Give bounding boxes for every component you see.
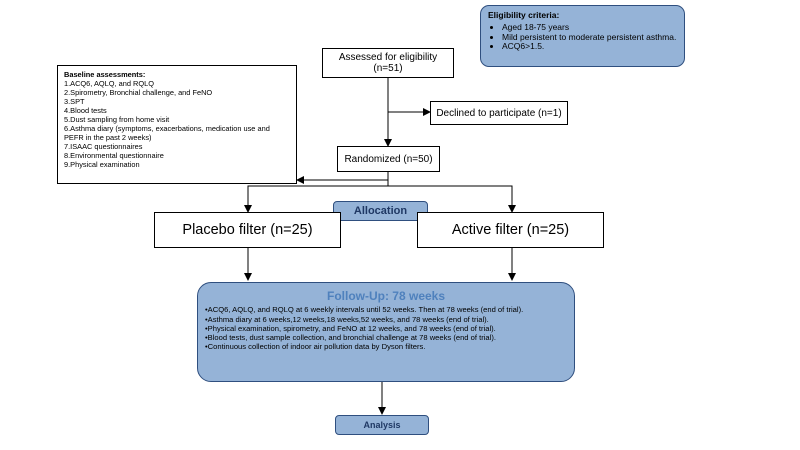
- allocation-box: Allocation: [333, 201, 428, 221]
- baseline-item: 7.ISAAC questionnaires: [64, 142, 143, 152]
- eligibility-criteria-box: Eligibility criteria: Aged 18-75 years M…: [480, 5, 685, 67]
- active-filter-box: Active filter (n=25): [417, 212, 604, 248]
- followup-item: •Physical examination, spirometry, and F…: [205, 323, 496, 333]
- active-label: Active filter (n=25): [451, 222, 570, 238]
- baseline-item: 2.Spirometry, Bronchial challenge, and F…: [64, 88, 213, 98]
- baseline-item: 1.ACQ6, AQLQ, and RQLQ: [64, 79, 154, 89]
- randomized-label: Randomized (n=50): [344, 153, 433, 165]
- followup-item: •Continuous collection of indoor air pol…: [205, 341, 426, 351]
- analysis-box: Analysis: [335, 415, 429, 435]
- followup-item: •Blood tests, dust sample collection, an…: [205, 332, 496, 342]
- baseline-item: 9.Physical examination: [64, 160, 140, 170]
- placebo-label: Placebo filter (n=25): [182, 222, 313, 238]
- baseline-item: 4.Blood tests: [64, 106, 107, 116]
- followup-box: Follow-Up: 78 weeks •ACQ6, AQLQ, and RQL…: [197, 282, 575, 382]
- baseline-item: 8.Environmental questionnaire: [64, 151, 164, 161]
- randomized-box: Randomized (n=50): [337, 146, 440, 172]
- followup-item: •ACQ6, AQLQ, and RQLQ at 6 weekly interv…: [205, 305, 524, 315]
- baseline-item: 3.SPT: [64, 97, 85, 107]
- eligibility-item: Mild persistent to moderate persistent a…: [502, 32, 677, 43]
- baseline-assessments-box: Baseline assessments: 1.ACQ6, AQLQ, and …: [57, 65, 297, 184]
- allocation-label: Allocation: [353, 205, 408, 217]
- assessed-box: Assessed for eligibility (n=51): [322, 48, 454, 78]
- baseline-item: 6.Asthma diary (symptoms, exacerbations,…: [64, 124, 270, 143]
- eligibility-title: Eligibility criteria:: [488, 10, 560, 20]
- declined-box: Declined to participate (n=1): [430, 101, 568, 125]
- declined-label: Declined to participate (n=1): [436, 107, 562, 119]
- placebo-filter-box: Placebo filter (n=25): [154, 212, 341, 248]
- eligibility-item: Aged 18-75 years: [502, 22, 677, 33]
- eligibility-item: ACQ6>1.5.: [502, 42, 677, 52]
- followup-list: •ACQ6, AQLQ, and RQLQ at 6 weekly interv…: [205, 305, 567, 351]
- baseline-item: 5.Dust sampling from home visit: [64, 115, 170, 125]
- followup-item: •Asthma diary at 6 weeks,12 weeks,18 wee…: [205, 314, 489, 324]
- followup-title: Follow-Up: 78 weeks: [326, 289, 446, 303]
- analysis-label: Analysis: [363, 420, 401, 430]
- assessed-label: Assessed for eligibility (n=51): [338, 52, 438, 74]
- eligibility-list: Aged 18-75 years Mild persistent to mode…: [488, 22, 677, 52]
- baseline-title: Baseline assessments:: [64, 70, 146, 79]
